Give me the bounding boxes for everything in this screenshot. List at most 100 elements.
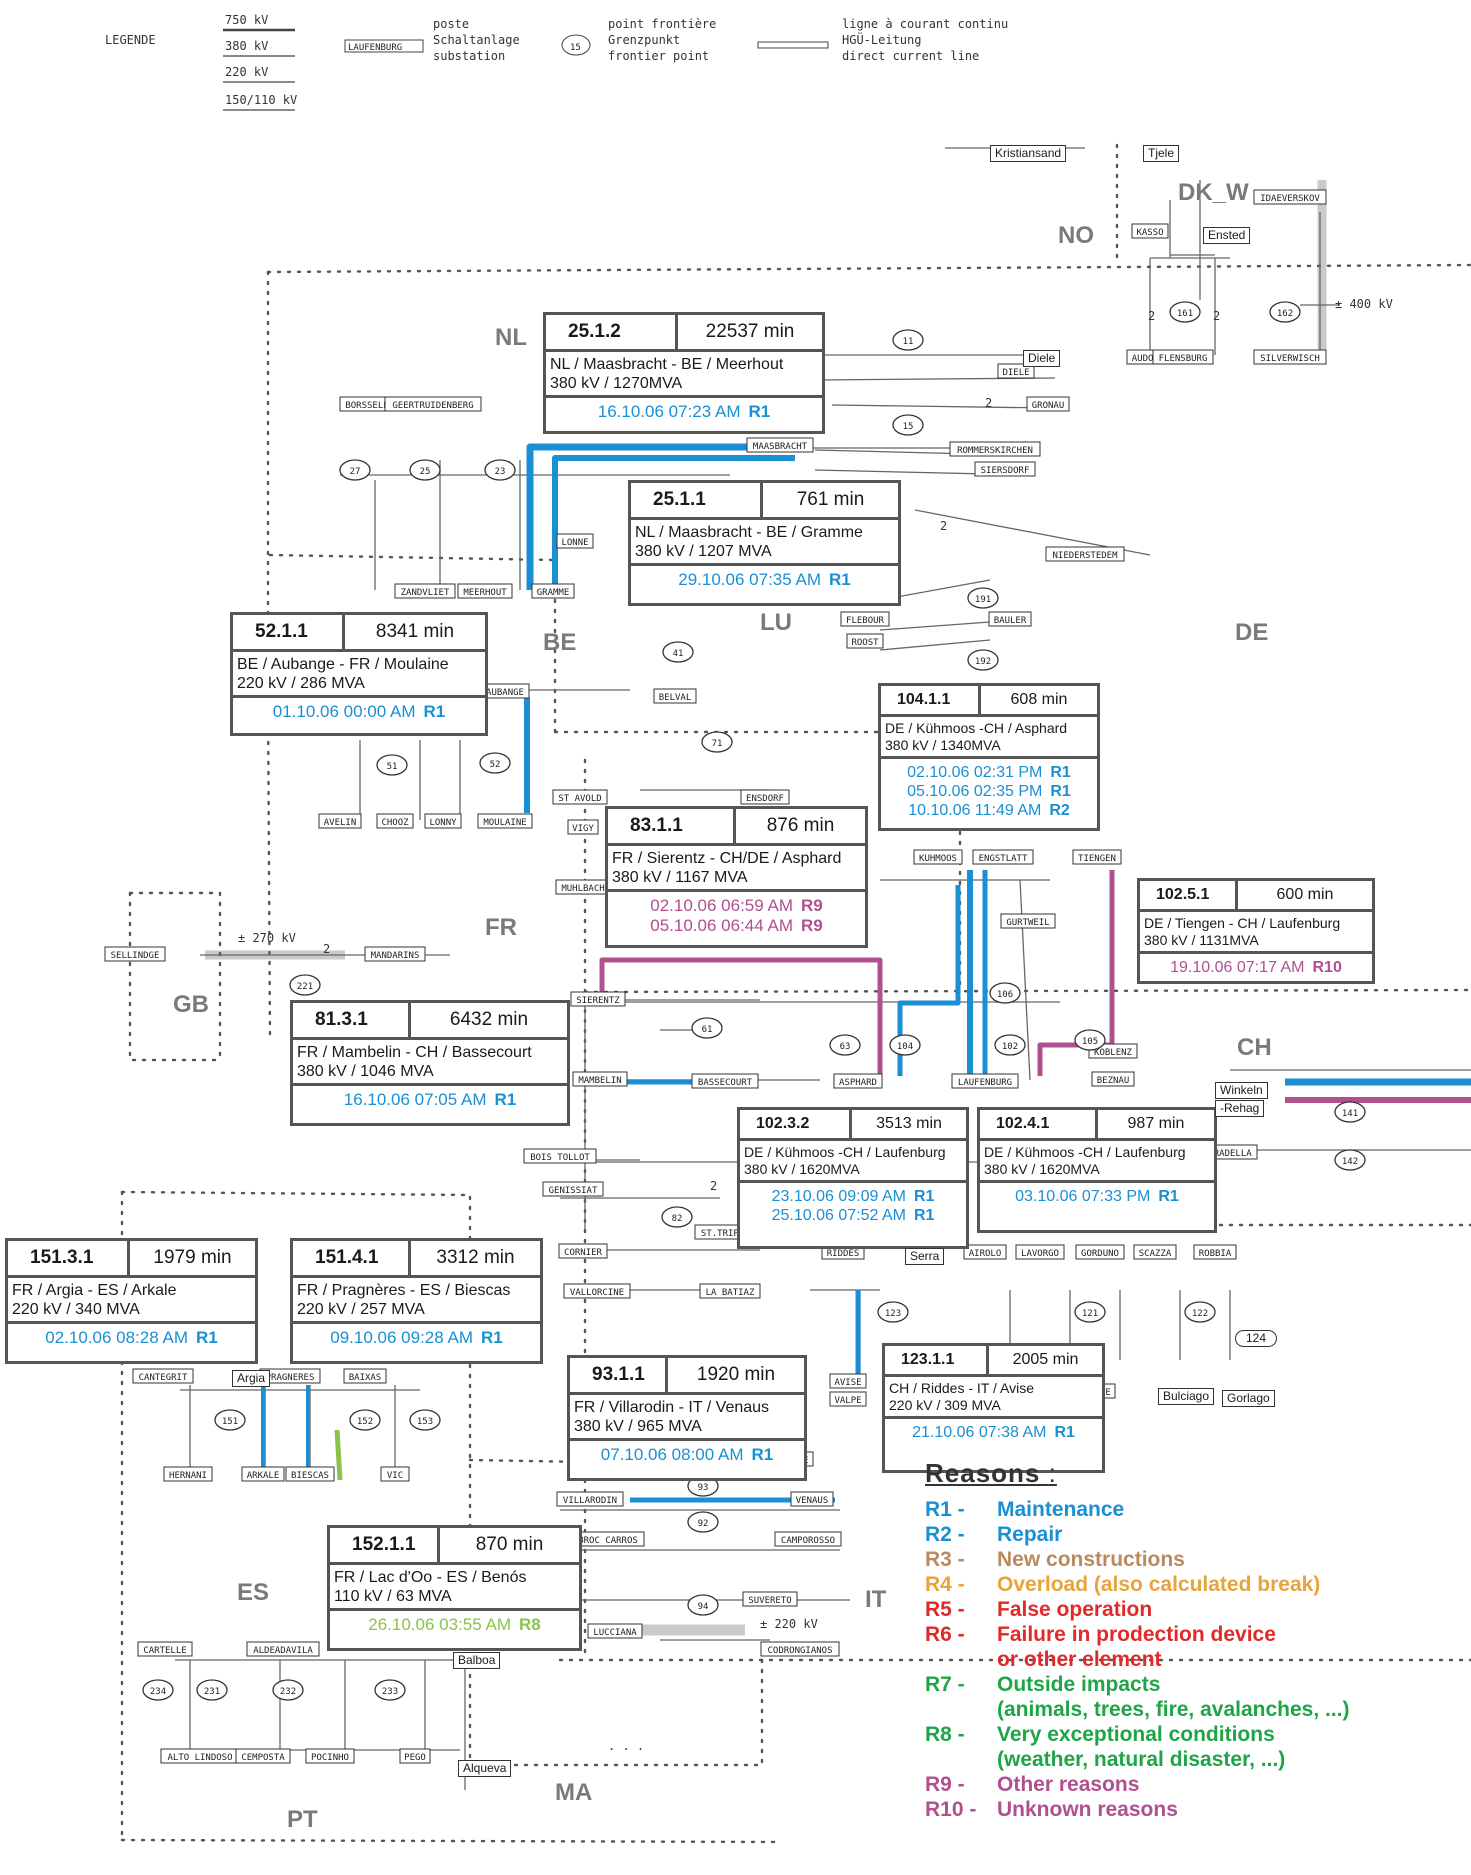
substation-box bbox=[241, 1466, 285, 1482]
frontier-point-number: 233 bbox=[382, 1687, 398, 1697]
frontier-point-number: 142 bbox=[1342, 1157, 1358, 1167]
substation: ZANDVLIET bbox=[394, 583, 456, 599]
frontier-point-number: 25 bbox=[420, 467, 431, 477]
outage-description-line: 380 kV / 1270MVA bbox=[550, 375, 683, 392]
frontier-point-circle bbox=[967, 649, 999, 671]
substation-box bbox=[740, 789, 790, 805]
substation-box bbox=[951, 1073, 1019, 1089]
outage-description-line: 380 kV / 965 MVA bbox=[574, 1418, 702, 1435]
outage-event-date: 16.10.06 07:05 AM bbox=[343, 1090, 487, 1109]
substation-name: SCAZZA bbox=[1139, 1249, 1172, 1259]
frontier-point: 152 bbox=[349, 1409, 381, 1431]
outage-event-reason: R1 bbox=[751, 1445, 774, 1464]
substation-name: ENSDORF bbox=[746, 794, 784, 804]
frontier-point-circle bbox=[214, 1409, 246, 1431]
outage-event-date: 05.10.06 06:44 AM bbox=[650, 916, 793, 935]
frontier-point-number: 15 bbox=[903, 422, 914, 432]
frontier-point-number: 191 bbox=[975, 595, 991, 605]
frontier-point-circle bbox=[272, 1679, 304, 1701]
reason-row: R8 -Very exceptional conditions bbox=[925, 1722, 1445, 1747]
substation-box bbox=[997, 363, 1035, 379]
substation-name: VALLORCINE bbox=[570, 1288, 624, 1298]
frontier-point: 71 bbox=[701, 731, 733, 753]
substation: SILVERWISCH bbox=[1253, 349, 1327, 365]
outage-duration: 3513 min bbox=[876, 1115, 942, 1132]
substation: BAIXAS bbox=[343, 1368, 387, 1384]
legend-dc-text: HGÜ-Leitung bbox=[842, 31, 921, 47]
substation-name: VIGY bbox=[572, 824, 594, 834]
substation-box bbox=[570, 991, 626, 1007]
outage-description-line: NL / Maasbracht - BE / Gramme bbox=[635, 524, 863, 541]
frontier-point-number: 27 bbox=[350, 467, 361, 477]
substation-box bbox=[457, 583, 513, 599]
country-name-ch: CH bbox=[1237, 1034, 1272, 1061]
substation: MAMBELIN bbox=[572, 1071, 628, 1087]
frontier-point: 192 bbox=[967, 649, 999, 671]
substation-name: BASSECOURT bbox=[698, 1078, 753, 1088]
outage-event-date: 26.10.06 03:55 AM bbox=[368, 1615, 511, 1634]
reason-row: R5 -False operation bbox=[925, 1597, 1445, 1622]
substation-name: VIC bbox=[387, 1471, 403, 1481]
frontier-point: 25 bbox=[409, 459, 441, 481]
reason-label: Maintenance bbox=[997, 1498, 1125, 1521]
country-border bbox=[468, 1458, 587, 1464]
substation-name: CANTEGRIT bbox=[139, 1373, 188, 1383]
country-name-lu: LU bbox=[760, 609, 792, 636]
substation-name: ROBBIA bbox=[1199, 1249, 1232, 1259]
substation: LA BATIAZ bbox=[699, 1283, 761, 1299]
outage-line bbox=[552, 455, 795, 590]
substation-name: MUHLBACH bbox=[561, 884, 604, 894]
substation-name: HERNANI bbox=[169, 1471, 207, 1481]
circuit-count-label: 2 bbox=[710, 1179, 717, 1193]
frontier-point: 94 bbox=[687, 1594, 719, 1616]
frontier-point: 11 bbox=[892, 329, 924, 351]
substation-name: NIEDERSTEDEM bbox=[1052, 551, 1118, 561]
frontier-point-circle bbox=[662, 641, 694, 663]
substation-box bbox=[556, 1491, 624, 1507]
substation-name: GEERTRUIDENBERG bbox=[392, 401, 473, 411]
frontier-point: 142 bbox=[1334, 1149, 1366, 1171]
substation-box bbox=[380, 1466, 410, 1482]
substation-name: LONNY bbox=[429, 818, 457, 828]
substation-name: MANDARINS bbox=[371, 951, 420, 961]
reasons-title: Reasons : bbox=[925, 1458, 1057, 1488]
frontier-point-circle bbox=[687, 1594, 719, 1616]
substation-box bbox=[552, 789, 608, 805]
place-label: Gorlago bbox=[1222, 1390, 1275, 1407]
reason-code: R7 - bbox=[925, 1673, 965, 1696]
substation-box bbox=[790, 1491, 834, 1507]
frontier-point-number: 232 bbox=[280, 1687, 296, 1697]
frontier-point-circle bbox=[687, 1511, 719, 1533]
outage-description-line: 220 kV / 309 MVA bbox=[889, 1397, 1001, 1413]
reason-row: or other element bbox=[925, 1647, 1445, 1672]
outage-id: 102.5.1 bbox=[1140, 881, 1238, 909]
outage-event-reason: R1 bbox=[1158, 1188, 1179, 1205]
substation: FLEBOUR bbox=[840, 611, 890, 627]
substation-box bbox=[318, 813, 362, 829]
substation-name: PEGO bbox=[404, 1753, 426, 1763]
substation-box bbox=[974, 461, 1036, 477]
outage-event-date: 25.10.06 07:52 AM bbox=[771, 1207, 906, 1224]
substation-name: BELVAL bbox=[659, 693, 692, 703]
frontier-point-number: 141 bbox=[1342, 1109, 1358, 1119]
outage-event-reason: R1 bbox=[1054, 1424, 1075, 1441]
substation: CEMPOSTA bbox=[235, 1748, 291, 1764]
outage-description-line: BE / Aubange - FR / Moulaine bbox=[237, 656, 449, 673]
